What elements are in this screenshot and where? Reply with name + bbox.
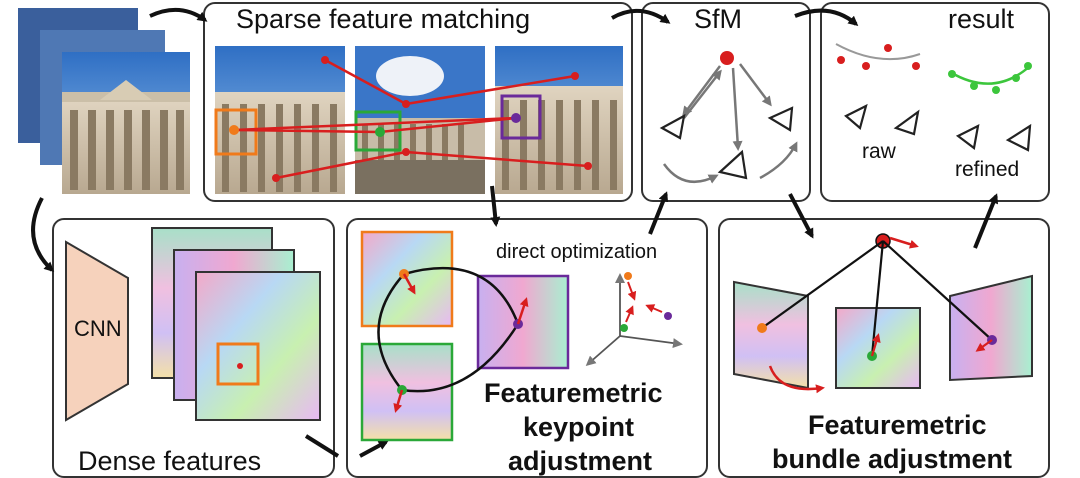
- direct-optimization-label: direct optimization: [496, 241, 658, 263]
- sparse-matching-title: Sparse feature matching: [236, 4, 531, 34]
- arrow-input-to-cnn: [31, 197, 55, 273]
- dense-feature-maps: [151, 227, 321, 421]
- diagram-canvas: [18, 8, 1033, 458]
- sfm-graph: [659, 51, 798, 184]
- match-points: [229, 56, 592, 182]
- arrow-sfm-to-result: [794, 8, 859, 26]
- arrow-dense-to-keypoint: [304, 434, 340, 458]
- result-panel: [820, 2, 1050, 202]
- dense-features-title: Dense features: [78, 446, 262, 476]
- arrow-ba-to-result: [973, 193, 999, 249]
- input-images-stack: [18, 8, 190, 194]
- cnn-trapezoid: [65, 240, 129, 422]
- arrow-sfm-to-ba: [788, 193, 814, 239]
- match-lines: [233, 58, 589, 180]
- arrow-input-to-matching: [149, 8, 208, 22]
- matching-image-3: [495, 46, 623, 194]
- result-raw-points: [835, 43, 921, 136]
- result-title: result: [948, 4, 1015, 34]
- keypoint-title-line1: Featuremetric: [484, 378, 663, 408]
- matching-image-1: [214, 46, 345, 194]
- sfm-title: SfM: [694, 4, 743, 34]
- keypoint-title-line3: adjustment: [508, 446, 653, 476]
- raw-label: raw: [862, 140, 896, 163]
- arrow-keypoint-to-sfm: [648, 191, 669, 235]
- arrow-matching-to-keypoint: [490, 185, 501, 227]
- ba-title-line1: Featuremetric: [808, 410, 987, 440]
- result-refined-points: [948, 62, 1032, 152]
- ba-structure: [733, 233, 1033, 394]
- cnn-label: CNN: [74, 316, 122, 341]
- keypoint-patches: [360, 230, 570, 442]
- arrow-matching-to-sfm: [611, 9, 671, 24]
- keypoint-title-line2: keypoint: [523, 412, 635, 442]
- direct-optimization-axes: [585, 272, 683, 366]
- refined-label: refined: [955, 158, 1020, 181]
